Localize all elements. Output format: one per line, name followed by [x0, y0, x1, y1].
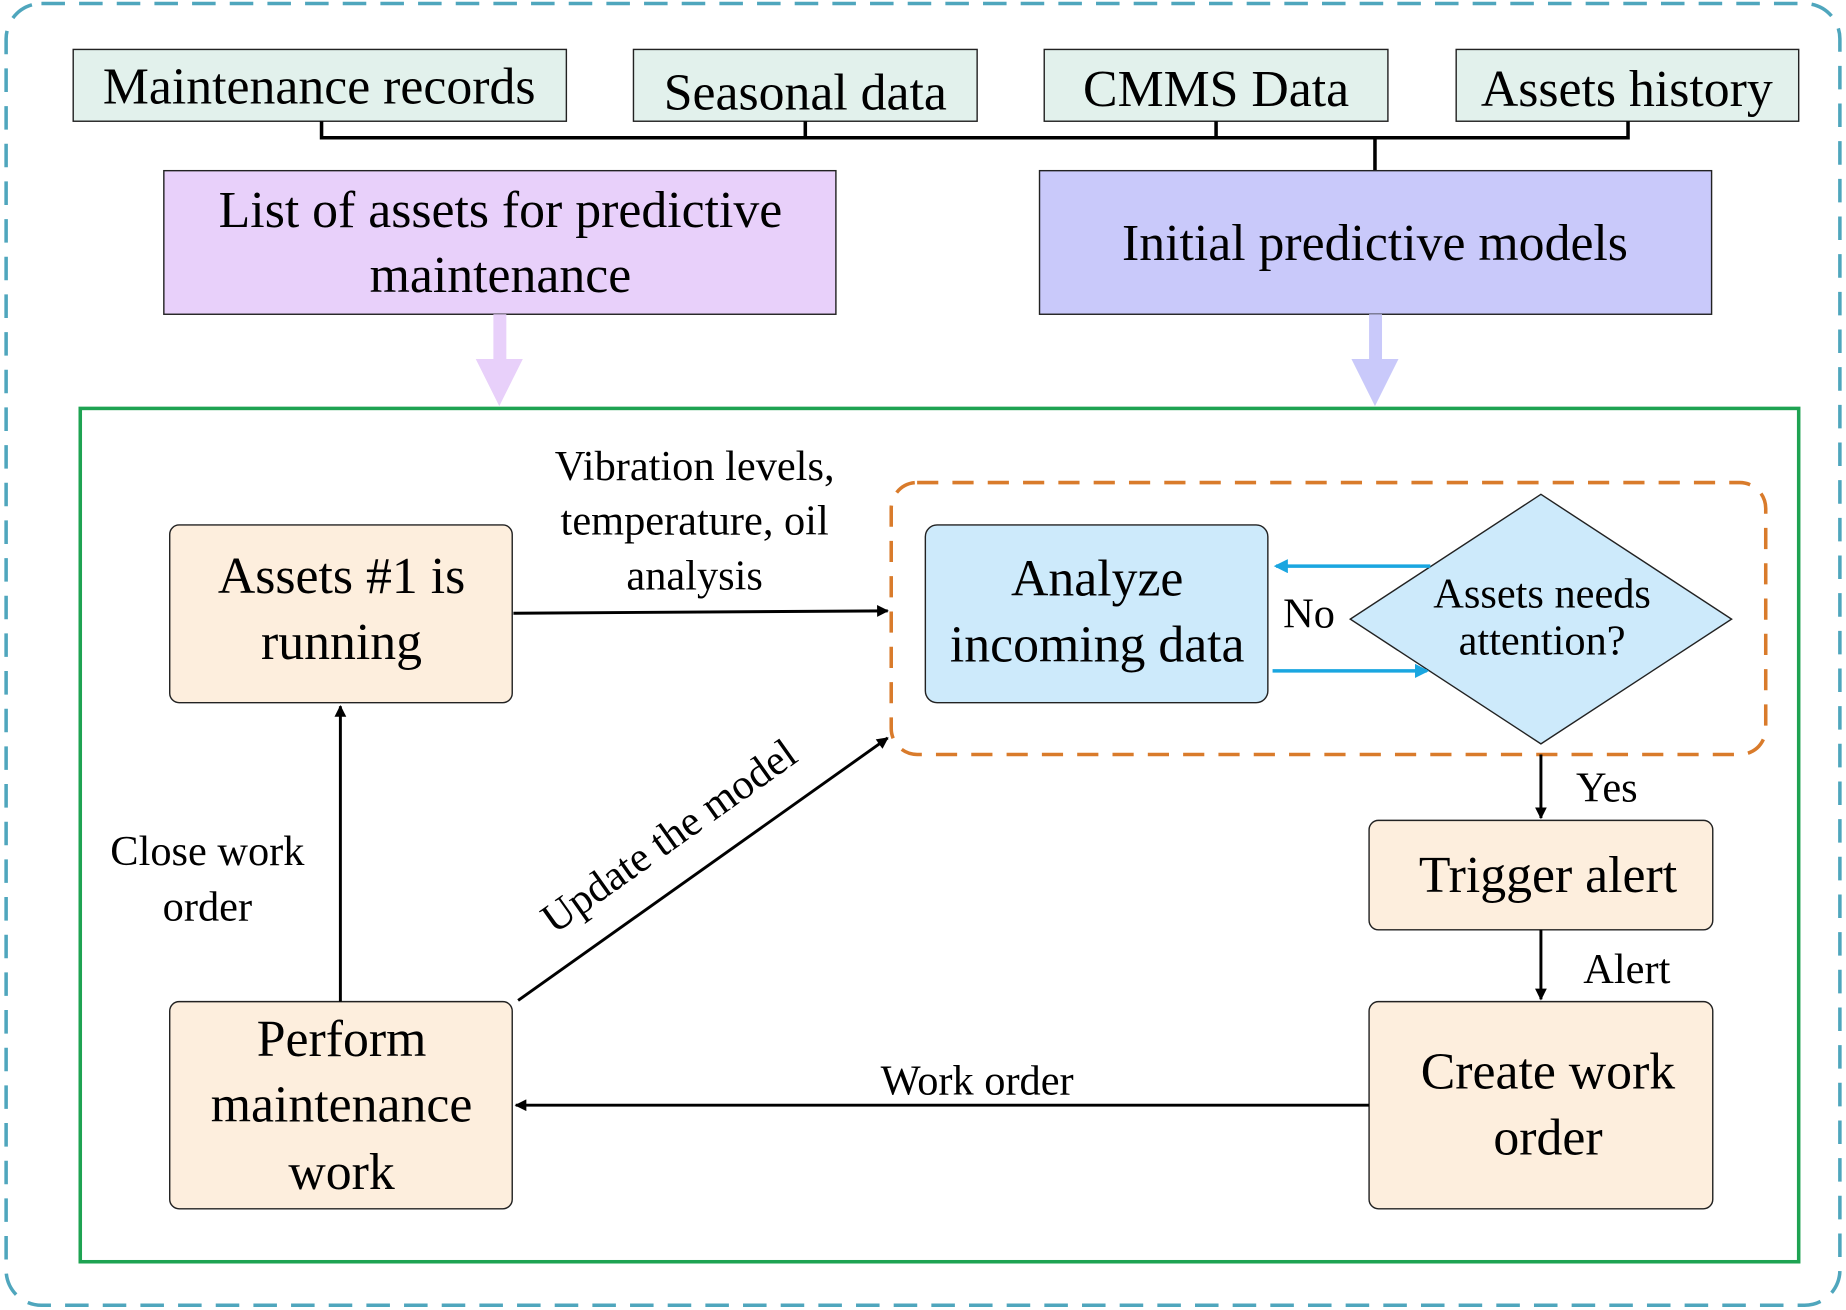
svg-text:incoming data: incoming data [950, 616, 1245, 673]
svg-text:Create work: Create work [1421, 1044, 1676, 1101]
down-arrow-models [1351, 314, 1399, 407]
source-connector [319, 121, 1630, 171]
svg-text:order: order [1493, 1110, 1602, 1167]
source-maintenance-records: Maintenance records [72, 48, 568, 122]
no-label: No [1283, 590, 1335, 637]
alert-label: Alert [1583, 946, 1670, 993]
svg-text:Vibration levels,: Vibration levels, [555, 443, 835, 490]
update-model-label: Update the model [533, 730, 806, 943]
svg-text:Assets needs: Assets needs [1433, 570, 1651, 617]
svg-text:Maintenance records: Maintenance records [103, 59, 536, 116]
svg-text:maintenance: maintenance [370, 247, 632, 304]
svg-text:attention?: attention? [1459, 617, 1626, 664]
asset-running-node: Assets #1 is running [169, 524, 513, 704]
svg-text:maintenance: maintenance [211, 1077, 473, 1134]
asset-list-box: List of assets for predictive maintenanc… [163, 169, 837, 315]
svg-text:order: order [163, 883, 252, 930]
svg-text:Assets #1 is: Assets #1 is [218, 548, 465, 605]
svg-text:Close work: Close work [110, 828, 305, 875]
svg-text:Perform: Perform [257, 1011, 427, 1068]
process-frame [78, 406, 1801, 1264]
analyze-node: Analyze incoming data [924, 524, 1269, 704]
trigger-alert-node: Trigger alert [1368, 819, 1714, 931]
create-work-order-node: Create work order [1368, 1000, 1714, 1210]
svg-text:work: work [288, 1144, 395, 1201]
source-cmms-data: CMMS Data [1043, 48, 1389, 122]
source-assets-history: Assets history [1455, 48, 1800, 122]
svg-text:CMMS Data: CMMS Data [1083, 61, 1349, 118]
svg-text:analysis: analysis [626, 553, 762, 600]
down-arrow-asset-list [475, 314, 523, 407]
yes-label: Yes [1576, 765, 1638, 812]
close-work-order-label: Close work order [110, 828, 305, 930]
svg-text:temperature, oil: temperature, oil [561, 497, 829, 544]
source-seasonal-data: Seasonal data [632, 48, 978, 122]
svg-text:Initial predictive models: Initial predictive models [1122, 215, 1628, 272]
analysis-frame [889, 480, 1768, 757]
svg-text:Assets history: Assets history [1481, 61, 1773, 118]
initial-models-box: Initial predictive models [1038, 169, 1713, 315]
update-model-arrow [517, 736, 889, 1002]
decision-node: Assets needs attention? [1348, 493, 1733, 745]
perform-maintenance-node: Perform maintenance work [169, 1000, 513, 1210]
sensor-data-label: Vibration levels, temperature, oil analy… [555, 443, 835, 599]
svg-text:Seasonal data: Seasonal data [664, 64, 947, 121]
svg-text:running: running [261, 614, 422, 671]
svg-text:List of assets for predictive: List of assets for predictive [219, 182, 783, 239]
svg-text:Analyze: Analyze [1011, 551, 1183, 608]
sensor-data-arrow [513, 605, 889, 617]
svg-text:Trigger alert: Trigger alert [1419, 847, 1678, 904]
outer-frame [4, 1, 1842, 1308]
work-order-label: Work order [881, 1058, 1074, 1105]
